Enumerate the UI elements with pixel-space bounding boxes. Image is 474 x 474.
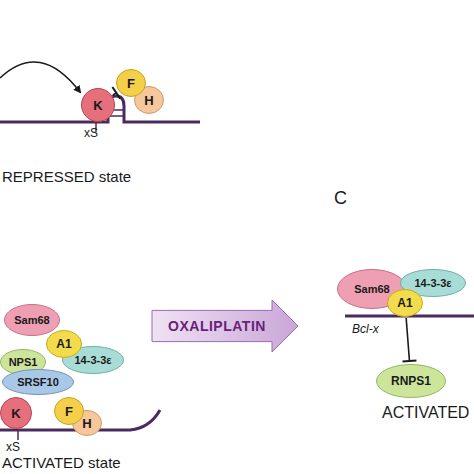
sam68-protein: Sam68 — [4, 304, 60, 336]
splice-site-label: xS — [6, 440, 20, 454]
srsf10-protein: SRSF10 — [2, 369, 74, 395]
state-label: REPRESSED state — [2, 168, 131, 185]
protein-name: RNPS1 — [391, 374, 431, 388]
f-protein: F — [54, 397, 84, 425]
protein-name: NPS1 — [9, 356, 38, 368]
node-shape — [388, 290, 423, 317]
protein-name: Sam68 — [14, 314, 49, 326]
inhibition-connector — [113, 93, 116, 95]
protein-name: K — [11, 406, 20, 421]
protein-name: SRSF10 — [17, 376, 59, 388]
protein-name: F — [127, 76, 135, 91]
gene-label: Bcl-x — [352, 322, 379, 336]
node-shape — [82, 89, 115, 122]
node-shape — [1, 398, 32, 429]
treatment-arrow: OXALIPLATIN — [152, 300, 298, 352]
node-shape — [152, 300, 298, 352]
protein-name: Sam68 — [354, 283, 389, 295]
state-label: ACTIVATED — [382, 404, 469, 422]
node-shape — [73, 411, 102, 436]
node-shape — [3, 370, 74, 395]
node-shape — [135, 87, 164, 114]
node-shape — [47, 331, 82, 358]
protein-name: 14-3-3ε — [74, 354, 111, 366]
node-shape — [5, 305, 60, 336]
node-shape — [117, 70, 146, 97]
splice-site-tick — [17, 430, 19, 440]
k-protein: K — [81, 88, 115, 122]
protein-name: OXALIPLATIN — [168, 318, 282, 334]
state-label: ACTIVATED state — [2, 454, 121, 471]
node-shape — [377, 365, 446, 398]
panel-letter: C — [334, 188, 347, 209]
a1-protein: A1 — [387, 289, 423, 317]
protein-name: H — [82, 416, 91, 431]
f-protein: F — [116, 69, 146, 97]
node-shape — [55, 398, 84, 425]
a1-protein: A1 — [46, 330, 82, 358]
splice-site-label: xS — [84, 126, 98, 140]
protein-name: A1 — [56, 337, 71, 351]
inhibition-connector — [406, 318, 409, 361]
protein-name: A1 — [397, 296, 412, 310]
rnps1-protein: RNPS1 — [376, 364, 446, 398]
inhibition-bar — [402, 360, 416, 361]
node-shape — [63, 347, 124, 374]
curved-arrow — [0, 62, 80, 92]
protein-name: 14-3-3ε — [414, 277, 451, 289]
protein-name: K — [93, 98, 102, 113]
protein-name: F — [65, 404, 73, 419]
k-protein: K — [0, 397, 32, 429]
protein-name: H — [144, 93, 153, 108]
